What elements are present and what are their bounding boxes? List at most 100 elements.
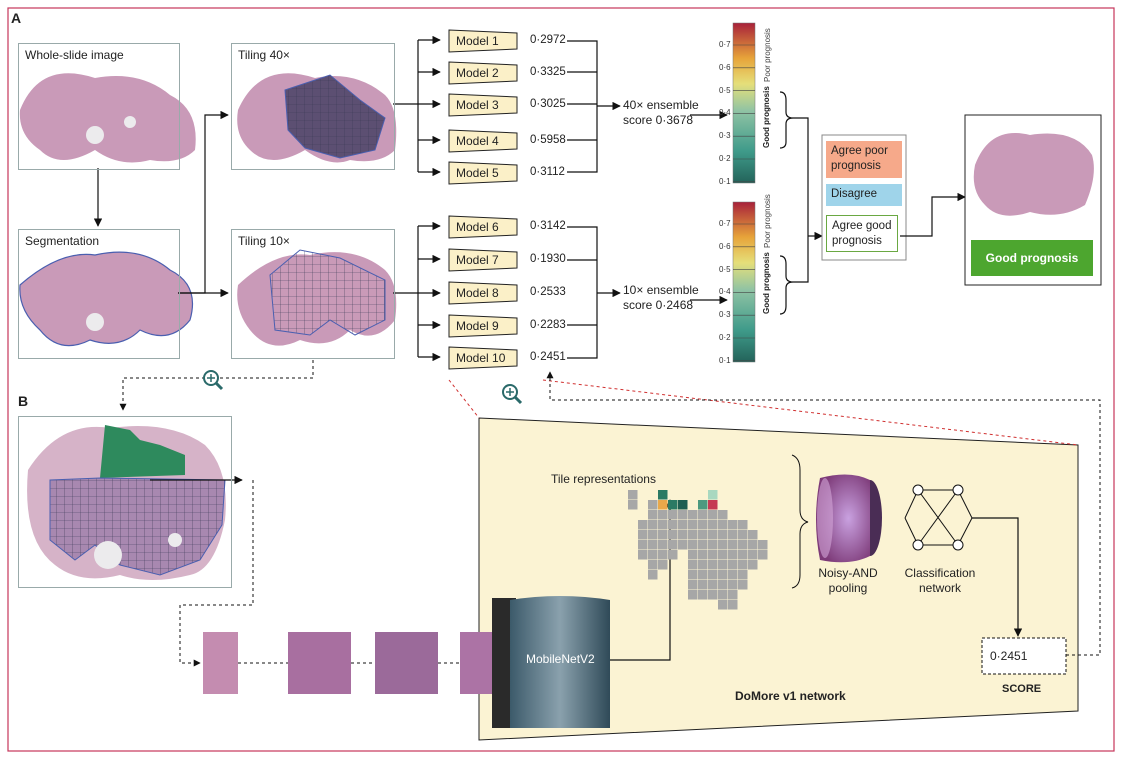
result-good-prognosis-label: Good prognosis: [985, 251, 1079, 265]
pooling-label-1: Noisy-AND: [818, 566, 878, 580]
model-name: Model 5: [456, 166, 499, 180]
tile-cell: [718, 570, 728, 580]
tile-cell: [638, 550, 648, 560]
color-scale-10x: [732, 201, 756, 363]
slide-segmentation: Segmentation: [18, 229, 180, 359]
model-box: Model 5: [448, 161, 518, 185]
scale-tick-label: 0·3: [719, 131, 731, 141]
slide-caption: Whole-slide image: [25, 48, 124, 62]
tile-cell: [708, 570, 718, 580]
scale-tick-label: 0·5: [719, 264, 731, 274]
tile-cell: [648, 510, 658, 520]
tile-cell: [728, 600, 738, 610]
scale-tick-label: 0·5: [719, 85, 731, 95]
score-value: 0·2451: [990, 649, 1028, 663]
tile-cell: [658, 490, 668, 500]
result-badge: [971, 240, 1093, 276]
model-score: 0·3025: [530, 98, 566, 110]
ensemble-40x-label: 40× ensemble: [623, 98, 699, 112]
tile-cell: [688, 550, 698, 560]
tile-cell: [698, 520, 708, 530]
poor-prognosis-label: Poor prognosis: [763, 194, 772, 248]
model-box: Model 3: [448, 93, 518, 117]
tile-cell: [648, 520, 658, 530]
tile-patch: [203, 632, 238, 694]
scale-tick-label: 0·6: [719, 241, 731, 251]
model-name: Model 10: [456, 351, 506, 365]
tile-cell: [678, 530, 688, 540]
scale-tick-label: 0·6: [719, 62, 731, 72]
zoom-in-icon[interactable]: [502, 384, 523, 405]
noisy-and-pooling-icon: [816, 474, 882, 563]
tissue-wsi: [19, 73, 196, 163]
tile-cell: [728, 560, 738, 570]
model-score: 0·2451: [530, 351, 566, 363]
slide-caption: Tiling 10×: [238, 234, 290, 248]
tile-cell: [738, 570, 748, 580]
tile-cell: [708, 510, 718, 520]
tile-cell: [748, 540, 758, 550]
tile-representations-label: Tile representations: [551, 472, 656, 486]
model-score: 0·3112: [530, 166, 565, 178]
tile-cell: [698, 510, 708, 520]
tile-cell: [698, 580, 708, 590]
model-score: 0·2533: [530, 286, 566, 298]
model-box: Model 7: [448, 248, 518, 272]
slide-whole-slide-image: Whole-slide image: [18, 43, 180, 170]
tile-cell: [708, 550, 718, 560]
tile-cell: [708, 530, 718, 540]
tile-cell: [688, 530, 698, 540]
model-score: 0·2283: [530, 319, 566, 331]
panel-label-b: B: [18, 393, 29, 409]
tile-cell: [658, 510, 668, 520]
tile-cell: [658, 500, 668, 510]
tile-cell: [658, 560, 668, 570]
tile-cell: [748, 560, 758, 570]
model-box: Model 6: [448, 215, 518, 239]
tile-cell: [648, 570, 658, 580]
slide-panel-b: [18, 416, 232, 588]
tile-cell: [728, 550, 738, 560]
tile-cell: [708, 490, 718, 500]
ensemble-10x-score: score 0·2468: [623, 298, 694, 312]
color-scale-40x: [732, 22, 756, 184]
scale-tick-label: 0·1: [719, 355, 731, 365]
tile-cell: [678, 510, 688, 520]
scale-tick-label: 0·1: [719, 176, 731, 186]
tile-cell: [708, 540, 718, 550]
tile-representation-map: [628, 490, 768, 610]
model-name: Model 8: [456, 286, 499, 300]
score-box: [981, 637, 1067, 675]
tile-cell: [728, 580, 738, 590]
panel-label-a: A: [11, 10, 22, 26]
zoom-in-icon[interactable]: [203, 370, 224, 391]
tile-cell: [698, 530, 708, 540]
tile-cell: [628, 490, 638, 500]
tile-cell: [738, 540, 748, 550]
tile-cell: [728, 540, 738, 550]
tile-cell: [668, 520, 678, 530]
model-box: Model 8: [448, 281, 518, 305]
mobilenet-block: [492, 596, 610, 728]
tile-patch: [375, 632, 438, 694]
ensemble-10x-label: 10× ensemble: [623, 283, 699, 297]
mobilenet-label: MobileNetV2: [526, 652, 595, 666]
tile-cell: [688, 570, 698, 580]
tile-cell: [668, 540, 678, 550]
tissue-b: [27, 425, 226, 580]
tile-cell: [678, 540, 688, 550]
tile-cell: [718, 540, 728, 550]
tile-cell: [738, 560, 748, 570]
scale-tick-label: 0·2: [719, 154, 731, 163]
tile-cell: [748, 550, 758, 560]
good-prognosis-label: Good prognosis: [762, 252, 771, 314]
tile-cell: [678, 520, 688, 530]
tile-cell: [688, 520, 698, 530]
tile-cell: [718, 550, 728, 560]
classification-label-1: Classification: [904, 566, 976, 580]
tile-cell: [728, 520, 738, 530]
model-box: Model 10: [448, 346, 518, 370]
tile-cell: [658, 550, 668, 560]
ensemble-40x-score: score 0·3678: [623, 113, 694, 127]
